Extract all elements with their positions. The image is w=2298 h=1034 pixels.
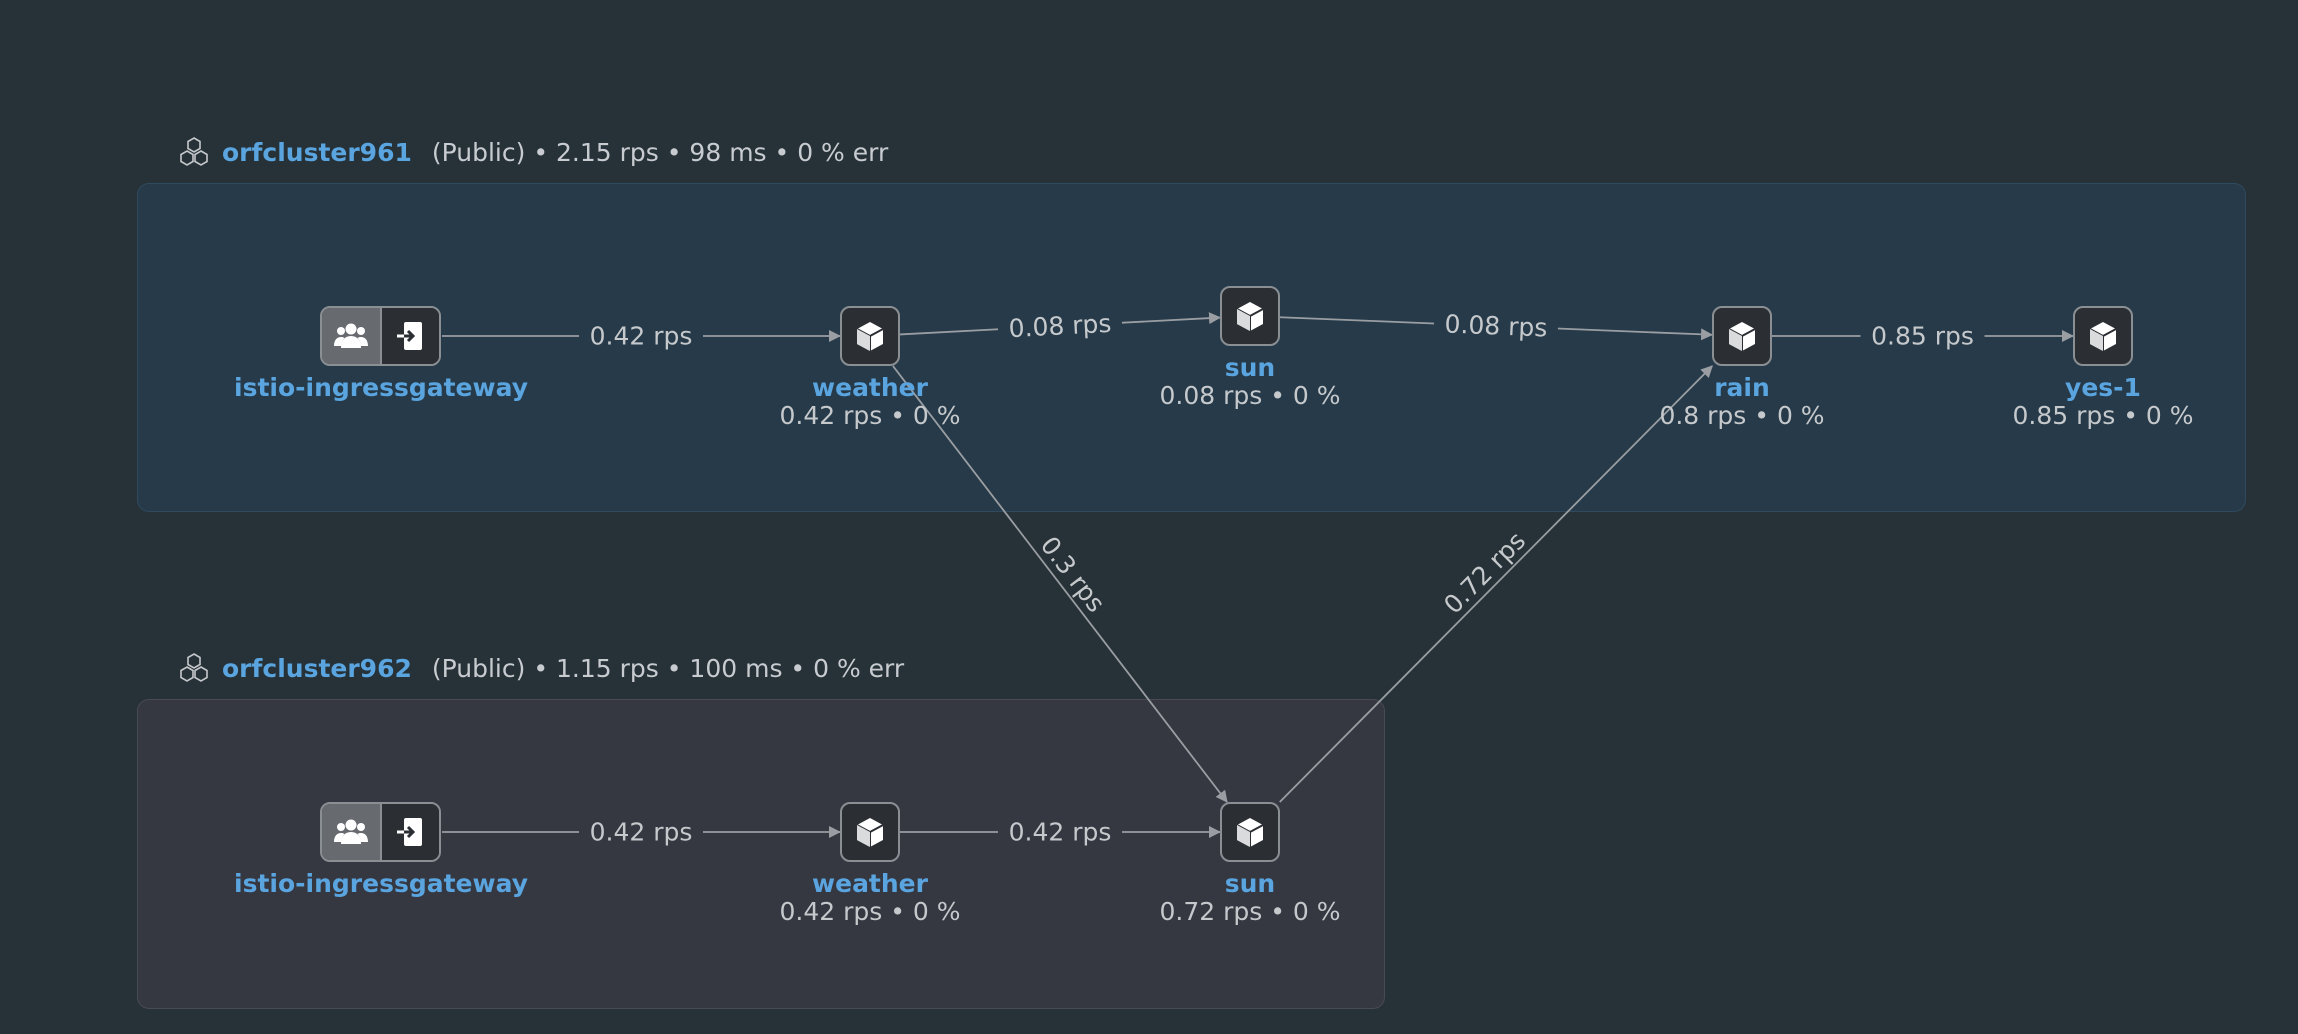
node-label-weather[interactable]: weather xyxy=(812,373,928,402)
edge-label-background xyxy=(998,816,1122,848)
node-stats-yes-1: 0.85 rps • 0 % xyxy=(2012,401,2194,430)
cube-icon xyxy=(1236,818,1264,847)
edge-label: 0.72 rps xyxy=(1438,526,1531,619)
edge-c1_weather-to-c2_sun[interactable] xyxy=(892,365,1228,803)
users-icon xyxy=(322,308,380,364)
edge-label-group: 0.85 rps xyxy=(1860,320,1985,352)
edge-label-background xyxy=(997,306,1123,346)
gateway-node-cluster2[interactable] xyxy=(320,802,441,862)
edge-label-group: 0.3 rps xyxy=(1035,531,1111,618)
cluster-hexagons-icon xyxy=(178,136,210,168)
service-node-sun[interactable] xyxy=(1220,802,1280,862)
cube-icon xyxy=(856,322,884,351)
node-stats-weather: 0.42 rps • 0 % xyxy=(779,897,961,926)
users-icon xyxy=(322,804,380,860)
edge-label: 0.08 rps xyxy=(1444,309,1548,342)
cube-icon xyxy=(1728,322,1756,351)
node-stats-sun: 0.72 rps • 0 % xyxy=(1159,897,1341,926)
node-label-yes-1[interactable]: yes-1 xyxy=(2065,373,2141,402)
gateway-node-cluster1[interactable] xyxy=(320,306,441,366)
enter-icon xyxy=(379,804,439,860)
service-node-rain[interactable] xyxy=(1712,306,1772,366)
node-label-sun[interactable]: sun xyxy=(1224,353,1276,382)
service-node-weather[interactable] xyxy=(840,306,900,366)
service-node-weather[interactable] xyxy=(840,802,900,862)
cluster-name-link[interactable]: orfcluster961 xyxy=(222,137,412,167)
node-label-rain[interactable]: rain xyxy=(1714,373,1770,402)
node-label-weather[interactable]: weather xyxy=(812,869,928,898)
service-node-sun[interactable] xyxy=(1220,286,1280,346)
edge-label: 0.42 rps xyxy=(1009,818,1112,847)
node-stats-rain: 0.8 rps • 0 % xyxy=(1659,401,1825,430)
cube-icon xyxy=(2089,322,2117,351)
edge-label: 0.3 rps xyxy=(1035,531,1111,618)
cluster-summary: (Public) • 1.15 rps • 100 ms • 0 % err xyxy=(431,653,905,683)
node-stats-weather: 0.42 rps • 0 % xyxy=(779,401,961,430)
edge-label-group: 0.08 rps xyxy=(1433,307,1559,345)
edge-label-background xyxy=(579,816,703,848)
cluster-header-1: orfcluster961 (Public) • 2.15 rps • 98 m… xyxy=(178,136,888,168)
edge-c2_sun-to-c1_rain[interactable] xyxy=(1279,365,1713,803)
node-label-gateway[interactable]: istio-ingressgateway xyxy=(234,373,528,402)
cube-icon xyxy=(856,818,884,847)
edge-label-background xyxy=(579,320,703,352)
edge-label-group: 0.42 rps xyxy=(579,320,703,352)
edge-label: 0.85 rps xyxy=(1871,322,1974,351)
node-label-gateway[interactable]: istio-ingressgateway xyxy=(234,869,528,898)
cluster-summary: (Public) • 2.15 rps • 98 ms • 0 % err xyxy=(431,137,889,167)
cluster-name-link[interactable]: orfcluster962 xyxy=(222,653,412,683)
edge-label-group: 0.72 rps xyxy=(1438,526,1531,619)
edge-label: 0.42 rps xyxy=(590,818,693,847)
edge-label: 0.08 rps xyxy=(1008,309,1112,343)
cluster-hexagons-icon xyxy=(178,652,210,684)
edge-label-background xyxy=(1860,320,1985,352)
cube-icon xyxy=(1236,302,1264,331)
node-stats-sun: 0.08 rps • 0 % xyxy=(1159,381,1341,410)
cluster-header-2: orfcluster962 (Public) • 1.15 rps • 100 … xyxy=(178,652,904,684)
edge-label-background xyxy=(1433,307,1559,345)
enter-icon xyxy=(379,308,439,364)
edge-label: 0.42 rps xyxy=(590,322,693,351)
node-label-sun[interactable]: sun xyxy=(1224,869,1276,898)
edge-label-group: 0.42 rps xyxy=(998,816,1122,848)
edge-label-group: 0.08 rps xyxy=(997,306,1123,346)
service-node-yes-1[interactable] xyxy=(2073,306,2133,366)
edge-label-group: 0.42 rps xyxy=(579,816,703,848)
